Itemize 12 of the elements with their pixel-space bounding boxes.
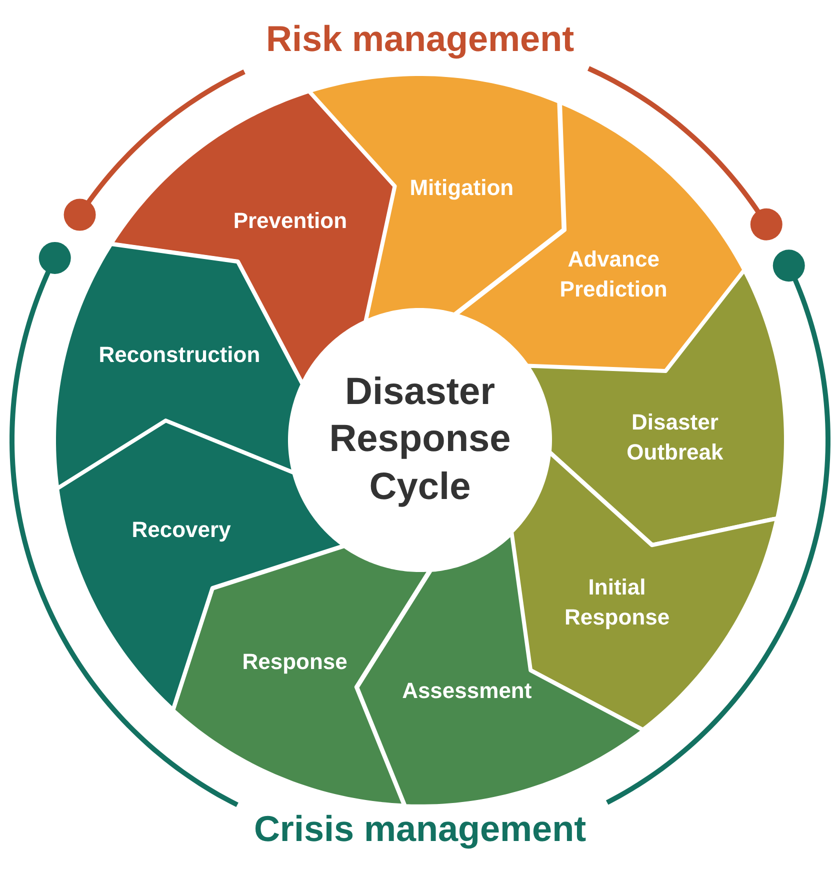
segment-label: Advance Prediction — [558, 245, 668, 304]
segment-label: Reconstruction — [98, 341, 262, 370]
segment-label: Mitigation — [408, 174, 515, 203]
segment-label: Initial Response — [563, 573, 671, 632]
section-heading: Crisis management — [254, 808, 586, 850]
cycle-title: Disaster Response Cycle — [328, 370, 512, 510]
segment-label: Recovery — [130, 516, 232, 544]
segment-label: Prevention — [232, 206, 348, 235]
segment-label: Response — [241, 648, 348, 676]
segment-label: Assessment — [401, 676, 533, 705]
segment-label: Disaster Outbreak — [626, 408, 724, 466]
section-heading: Risk management — [266, 18, 574, 60]
